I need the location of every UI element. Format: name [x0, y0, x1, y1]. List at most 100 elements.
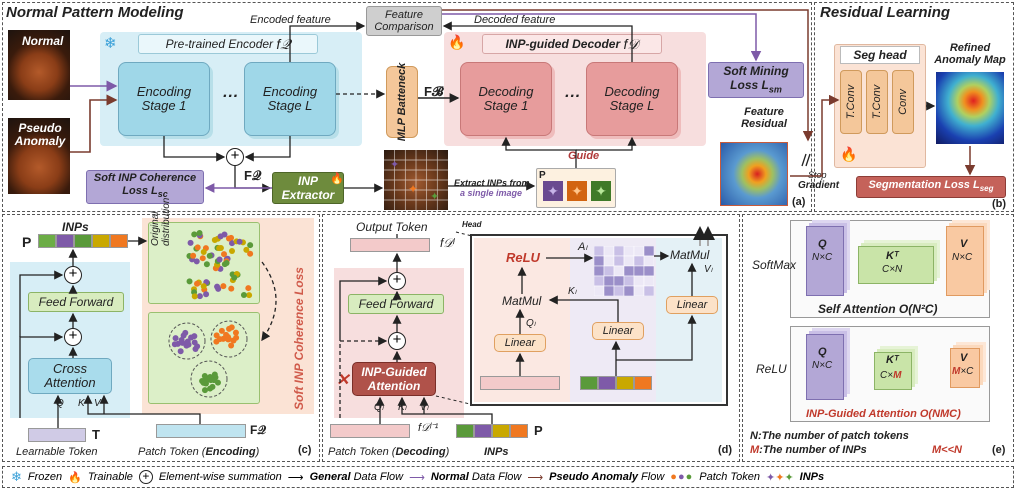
snowflake-icon: ❄ [11, 469, 22, 484]
matrix-cell [593, 255, 605, 267]
patch-dot [228, 285, 235, 292]
m-ll-n: M<<N [932, 444, 962, 456]
matrix-cell [643, 255, 655, 267]
inp-guided-attention: INP-Guided Attention [352, 362, 436, 396]
matrix-cell [623, 265, 635, 277]
panel-a-title: Normal Pattern Modeling [6, 4, 184, 21]
feed-forward-d: Feed Forward [348, 294, 444, 314]
panel-e [742, 214, 1014, 462]
fd-prev-symbol: f𝒟ˡ⁻¹ [418, 422, 439, 434]
legend-general: General Data Flow [309, 471, 404, 483]
patch-dot [228, 342, 235, 349]
attention-matrix [593, 245, 655, 297]
patch-dot [199, 255, 206, 262]
patch-dot [193, 258, 200, 265]
linear-3: Linear [666, 296, 718, 314]
patch-dot [214, 379, 221, 386]
patch-dot [177, 348, 184, 355]
p-symbol: P [534, 423, 543, 438]
detail-bg-mm [656, 238, 722, 402]
guide-label: Guide [568, 150, 600, 162]
inp-token [510, 424, 528, 438]
refined-anomaly-map [936, 72, 1004, 144]
patch-dot [196, 293, 203, 300]
original-scatter [186, 230, 254, 300]
original-distribution [148, 222, 260, 304]
panel-b-title: Residual Learning [820, 4, 951, 21]
panel-c-tag: (c) [298, 444, 312, 456]
matrix-cells [593, 245, 655, 297]
soft-mining-loss: Soft Mining Loss Lsm [708, 62, 804, 98]
legend-frozen: Frozen [27, 471, 63, 483]
matrix-cell [623, 245, 635, 257]
patch-dot [206, 252, 213, 259]
patch-dot [245, 285, 252, 292]
fire-icon: 🔥 [330, 173, 344, 185]
matrix-cell [623, 285, 635, 297]
matmul-2-label: MatMul [670, 248, 710, 262]
soft-inp-coherence-loss: Soft INP Coherence Loss Lsc [86, 170, 204, 204]
fire-icon: 🔥 [68, 471, 82, 484]
patch-token-decoding [330, 424, 410, 438]
target-distribution [148, 312, 260, 404]
patch-dot [191, 231, 198, 238]
panel-d [322, 214, 740, 462]
inp-token [92, 234, 110, 248]
feature-comparison: Feature Comparison [366, 6, 442, 36]
matrix-cell [633, 285, 645, 297]
fire-icon: 🔥 [840, 146, 858, 162]
inp-star-icon: ✦ [430, 191, 440, 203]
inp-token [492, 424, 510, 438]
encoder-ellipsis: ··· [222, 88, 238, 105]
cross-mark-icon: ✕ [336, 372, 350, 389]
patch-dot [226, 325, 233, 332]
inp-extractor: INP Extractor [272, 172, 344, 204]
inp-token [474, 424, 492, 438]
patch-dot [203, 291, 210, 298]
panel-a-tag: (a) [792, 196, 806, 208]
inp-token [110, 234, 128, 248]
matrix-cell [603, 265, 615, 277]
patch-dot [191, 293, 198, 300]
segmentation-loss: Segmentation Loss Lseg [856, 176, 1006, 198]
gradient-label: Gradient [798, 180, 840, 191]
ql-label: Qₗ [374, 402, 384, 413]
k-label: K [78, 398, 85, 409]
kt-label: Kᵀ [886, 250, 899, 262]
patch-token-label: Patch Token (Encoding) [138, 446, 260, 458]
matrix-cell [613, 265, 625, 277]
cluster-ring [168, 322, 206, 360]
black-arrow-icon: ⟶ [287, 471, 304, 484]
output-token-label: Output Token [356, 220, 428, 234]
seg-head-title: Seg head [840, 46, 920, 64]
panel-b-tag: (b) [992, 198, 1007, 210]
patch-dot [194, 280, 201, 287]
matrix-cell [603, 285, 615, 297]
self-attention-label: Self Attention O(N²C) [818, 302, 938, 316]
matrix-cell [643, 275, 655, 287]
sum-circle: + [64, 328, 82, 346]
vl-label: Vₗ [420, 402, 429, 413]
soft-inp-side-label: Soft INP Coherence Loss [292, 267, 306, 410]
kt-stack [858, 246, 934, 284]
patch-dot [186, 278, 193, 285]
patch-dot [211, 371, 218, 378]
t-symbol: T [92, 427, 100, 442]
patch-dot [187, 239, 194, 246]
p-symbol: P [539, 170, 546, 181]
cluster-ring [210, 320, 248, 358]
feature-residual-label: Feature Residual [741, 106, 787, 130]
inner-inp-token [634, 376, 652, 390]
panel-c [2, 214, 320, 462]
inp-token [74, 234, 92, 248]
tconv-1: T.Conv [840, 70, 862, 134]
relu-label: ReLU [506, 250, 540, 265]
v-label: V [94, 398, 101, 409]
matrix-cell [613, 255, 625, 267]
q-label: Q [818, 346, 827, 358]
sum-circle: + [226, 148, 244, 166]
legend-bar: ❄ Frozen 🔥 Trainable + Element-wise summ… [2, 466, 1014, 488]
matrix-cell [633, 275, 645, 287]
patch-dot [207, 385, 214, 392]
inps-label: INPs [62, 220, 89, 234]
